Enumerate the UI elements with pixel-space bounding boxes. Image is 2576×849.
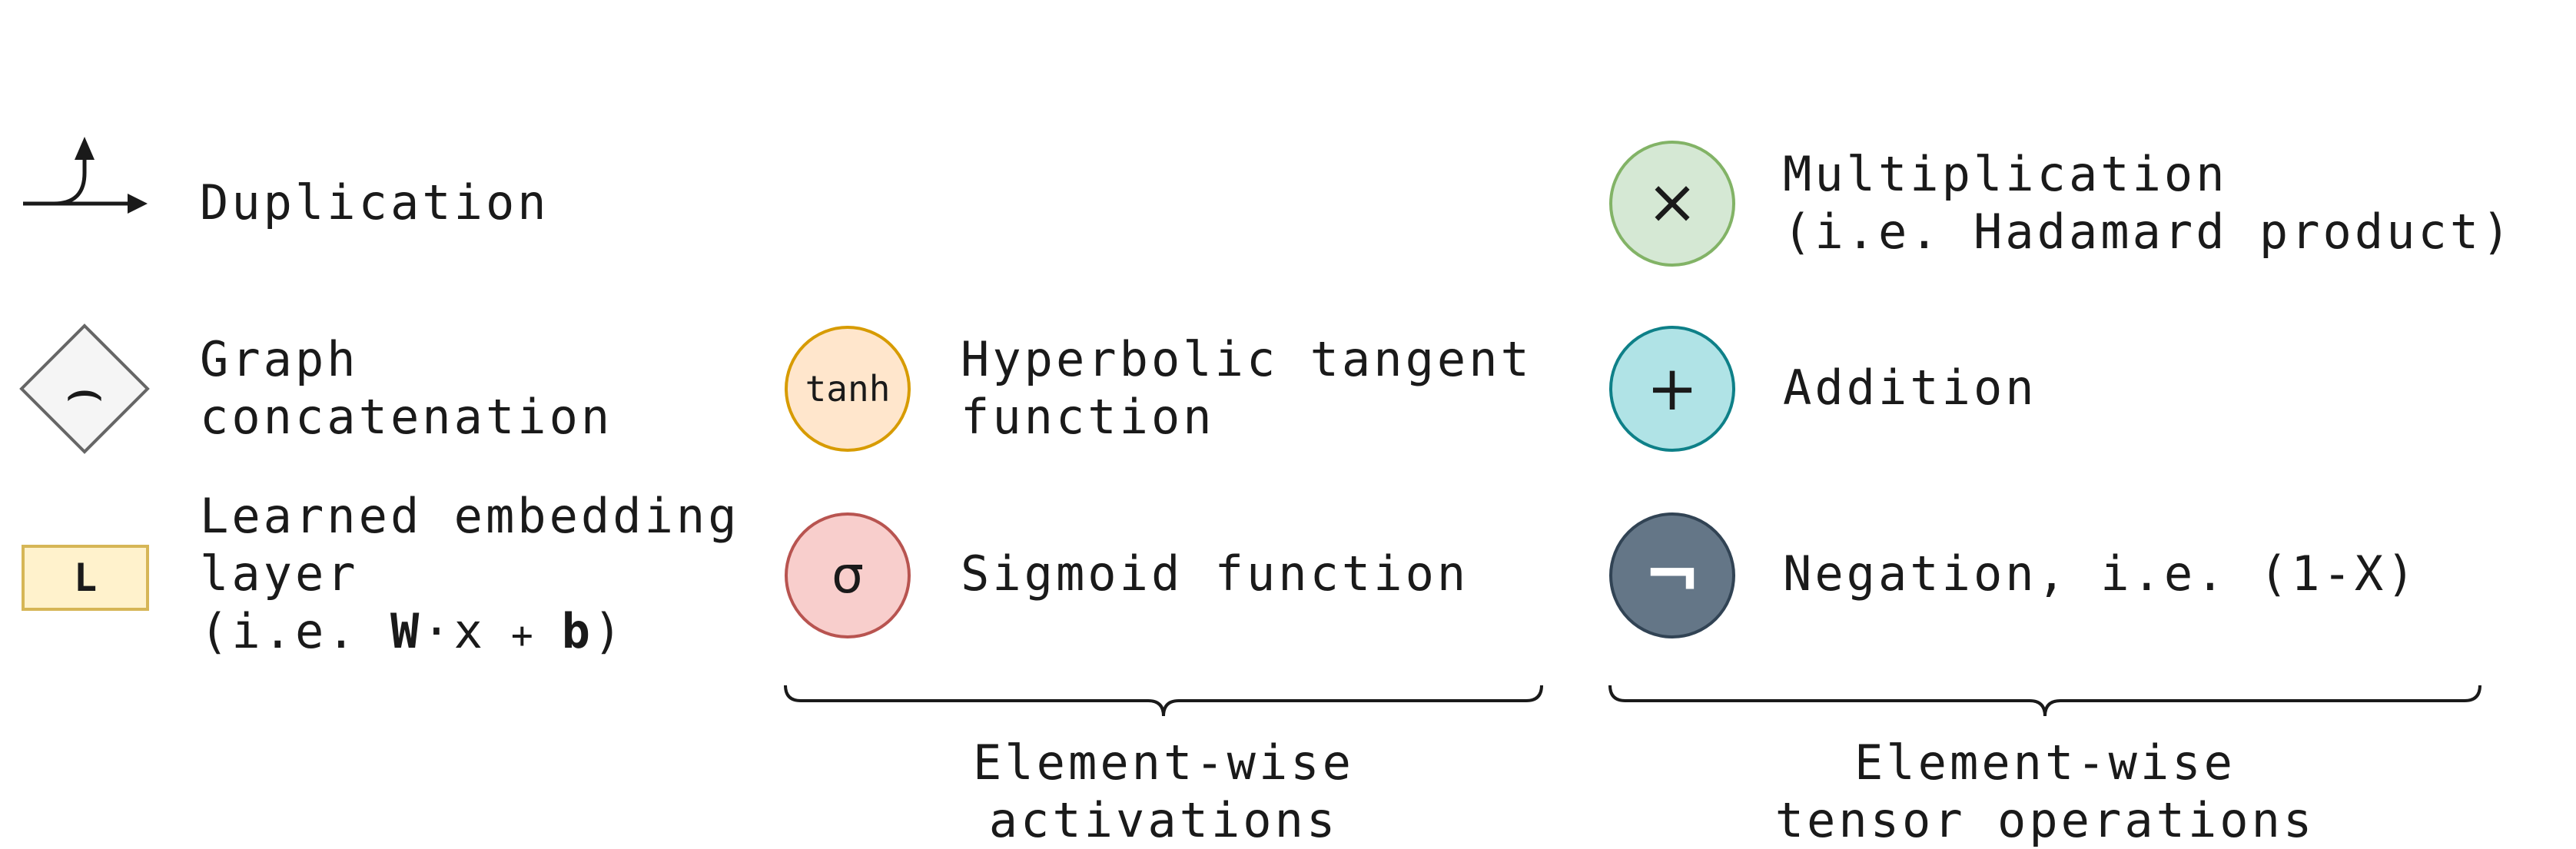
graph-concatenation-diamond-icon — [19, 323, 150, 454]
learned-embedding-symbol: L — [74, 555, 97, 600]
addition-symbol: + — [1646, 353, 1698, 424]
graph-concatenation-line2: concatenation — [200, 389, 613, 445]
negation-label: Negation, i.e. (1-X) — [1783, 546, 2418, 602]
tanh-symbol: tanh — [805, 368, 891, 410]
tanh-line2: function — [961, 389, 1215, 445]
activations-group-line1: Element-wise — [973, 735, 1354, 791]
graph-concatenation-label: Graph concatenation — [200, 330, 612, 446]
weight-symbol: W — [390, 603, 423, 659]
tensor-ops-group-label: Element-wise tensor operations — [1699, 734, 2391, 849]
activations-group-label: Element-wise activations — [856, 734, 1471, 849]
addition-circle-icon — [1609, 326, 1735, 452]
multiplication-line1: Multiplication — [1783, 146, 2228, 202]
activations-group-line2: activations — [988, 792, 1339, 848]
graph-concatenation-line1: Graph — [200, 331, 359, 387]
sigmoid-symbol: σ — [832, 546, 864, 605]
tanh-circle-icon — [785, 326, 911, 452]
multiplication-label: Multiplication (i.e. Hadamard product) — [1783, 145, 2514, 260]
tanh-line1: Hyperbolic tangent — [961, 331, 1532, 387]
duplication-arrowhead-up — [75, 137, 95, 160]
negation-circle-icon — [1609, 512, 1735, 638]
sigmoid-circle-icon — [785, 512, 911, 638]
negation-symbol: ¬ — [1643, 535, 1701, 615]
multiplication-line2: (i.e. Hadamard product) — [1783, 204, 2514, 260]
graph-concatenation-symbol: ⌢ — [65, 354, 105, 426]
multiplication-circle-icon — [1609, 141, 1735, 267]
duplication-arrow-icon — [23, 154, 131, 206]
learned-embedding-line1: Learned embedding — [200, 488, 740, 544]
duplication-label: Duplication — [200, 174, 549, 230]
activations-brace — [784, 685, 1543, 717]
bias-symbol: b — [561, 603, 593, 659]
tensor-ops-brace — [1608, 685, 2481, 717]
tensor-ops-group-line2: tensor operations — [1774, 792, 2315, 848]
learned-embedding-box-icon — [22, 545, 149, 611]
tanh-label: Hyperbolic tangent function — [961, 330, 1532, 446]
addition-label: Addition — [1783, 360, 2037, 416]
learned-embedding-label: Learned embedding layer (i.e. W·x + b) — [200, 487, 740, 665]
learned-embedding-line3: (i.e. W·x + b) — [200, 603, 626, 659]
learned-embedding-line2: layer — [200, 546, 359, 602]
multiplication-symbol: × — [1646, 166, 1698, 237]
sigmoid-label: Sigmoid function — [961, 546, 1469, 602]
duplication-arrowhead-right — [128, 194, 148, 214]
tensor-ops-group-line1: Element-wise — [1854, 735, 2236, 791]
